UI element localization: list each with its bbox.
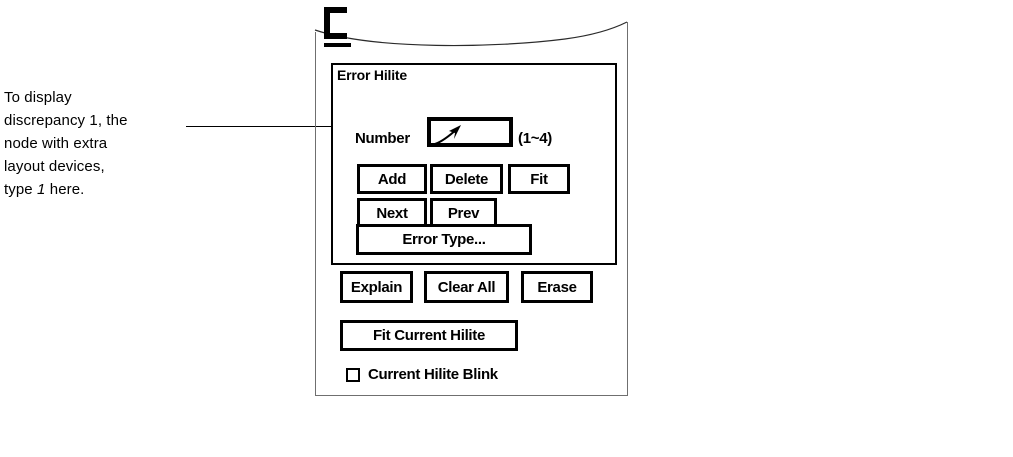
annotation-line-5-pre: type <box>4 181 38 198</box>
bracket-underline-bar <box>324 43 351 47</box>
bracket-bottom-bar <box>324 33 347 39</box>
annotation-line-2: discrepancy 1, the <box>4 112 128 129</box>
fit-button[interactable]: Fit <box>508 164 570 194</box>
annotation-leader-line <box>186 126 331 127</box>
window-menu-bracket-icon[interactable] <box>324 7 354 55</box>
current-hilite-blink-checkbox[interactable] <box>346 367 360 382</box>
error-type-button[interactable]: Error Type... <box>356 224 532 255</box>
torn-paper-top-edge-icon <box>314 21 628 47</box>
annotation-line-3: node with extra <box>4 135 108 152</box>
annotation-line-1: To display <box>4 89 72 106</box>
annotation-line-5-emphasis: 1 <box>37 181 46 198</box>
explain-button[interactable]: Explain <box>340 271 413 303</box>
erase-button[interactable]: Erase <box>521 271 593 303</box>
annotation-line-4: layout devices, <box>4 158 105 175</box>
current-hilite-blink-checkbox-row[interactable]: Current Hilite Blink <box>346 366 498 383</box>
prev-button[interactable]: Prev <box>430 198 497 228</box>
window-right-border <box>627 22 628 396</box>
mouse-pointer-arrow-icon <box>434 125 461 145</box>
clear-all-button[interactable]: Clear All <box>424 271 509 303</box>
current-hilite-blink-label: Current Hilite Blink <box>368 366 498 383</box>
fit-current-hilite-button[interactable]: Fit Current Hilite <box>340 320 518 351</box>
annotation-caption: To display discrepancy 1, the node with … <box>4 86 194 201</box>
group-box-title: Error Hilite <box>337 67 407 83</box>
annotation-line-5: type 1 here. <box>4 178 194 201</box>
number-range-hint: (1~4) <box>518 130 552 147</box>
window-left-border <box>315 32 316 396</box>
number-field-label: Number <box>355 130 410 147</box>
bracket-vertical-bar <box>324 7 330 39</box>
window-bottom-border <box>315 395 628 396</box>
annotation-line-5-post: here. <box>45 181 85 198</box>
delete-button[interactable]: Delete <box>430 164 503 194</box>
bracket-top-bar <box>324 7 347 13</box>
add-button[interactable]: Add <box>357 164 427 194</box>
application-window: Error Hilite Number (1~4) Add Delete Fit… <box>314 7 628 396</box>
